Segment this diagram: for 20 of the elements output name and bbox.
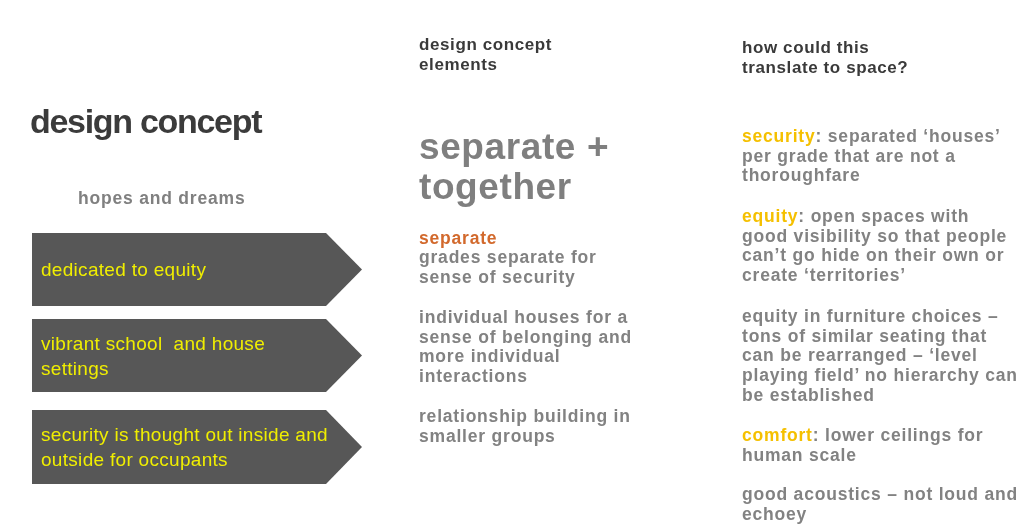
body-text: equity in furniture choices – tons of similar seating that can be rearranged – ‘level playing field’ no hierarchy can be established (742, 307, 1018, 406)
column-heading: how could this translate to space? (742, 38, 910, 78)
arrow-shaped-box (32, 319, 362, 392)
body-text: comfort: lower ceilings for human scale (742, 426, 985, 466)
body-text: relationship building in smaller groups (419, 407, 632, 447)
body-text: individual houses for a sense of belonging and more individual interactions (419, 308, 634, 387)
body-text: equity: open spaces with good visibility so that people can’t go hide on their own or create ‘territories’ (742, 207, 1009, 286)
body-text: good acoustics – not loud and echoey (742, 485, 1018, 525)
concept-heading: separate + together (419, 127, 611, 207)
arrow-shaped-box (32, 233, 362, 306)
column-heading: design concept elements (419, 35, 554, 75)
body-text: grades separate for sense of security (419, 248, 598, 288)
node-text: dedicated to equity (41, 258, 208, 282)
body-text: security: separated ‘houses’ per grade that are not a thoroughfare (742, 127, 1001, 187)
subheading: separate (419, 228, 499, 248)
slide-title: design concept (30, 101, 262, 142)
node-text: security is thought out inside and outside for occupants (41, 423, 329, 472)
section-subheading: hopes and dreams (78, 188, 247, 208)
arrow-shaped-box (32, 410, 362, 484)
node-text: vibrant school and house settings (41, 331, 267, 381)
